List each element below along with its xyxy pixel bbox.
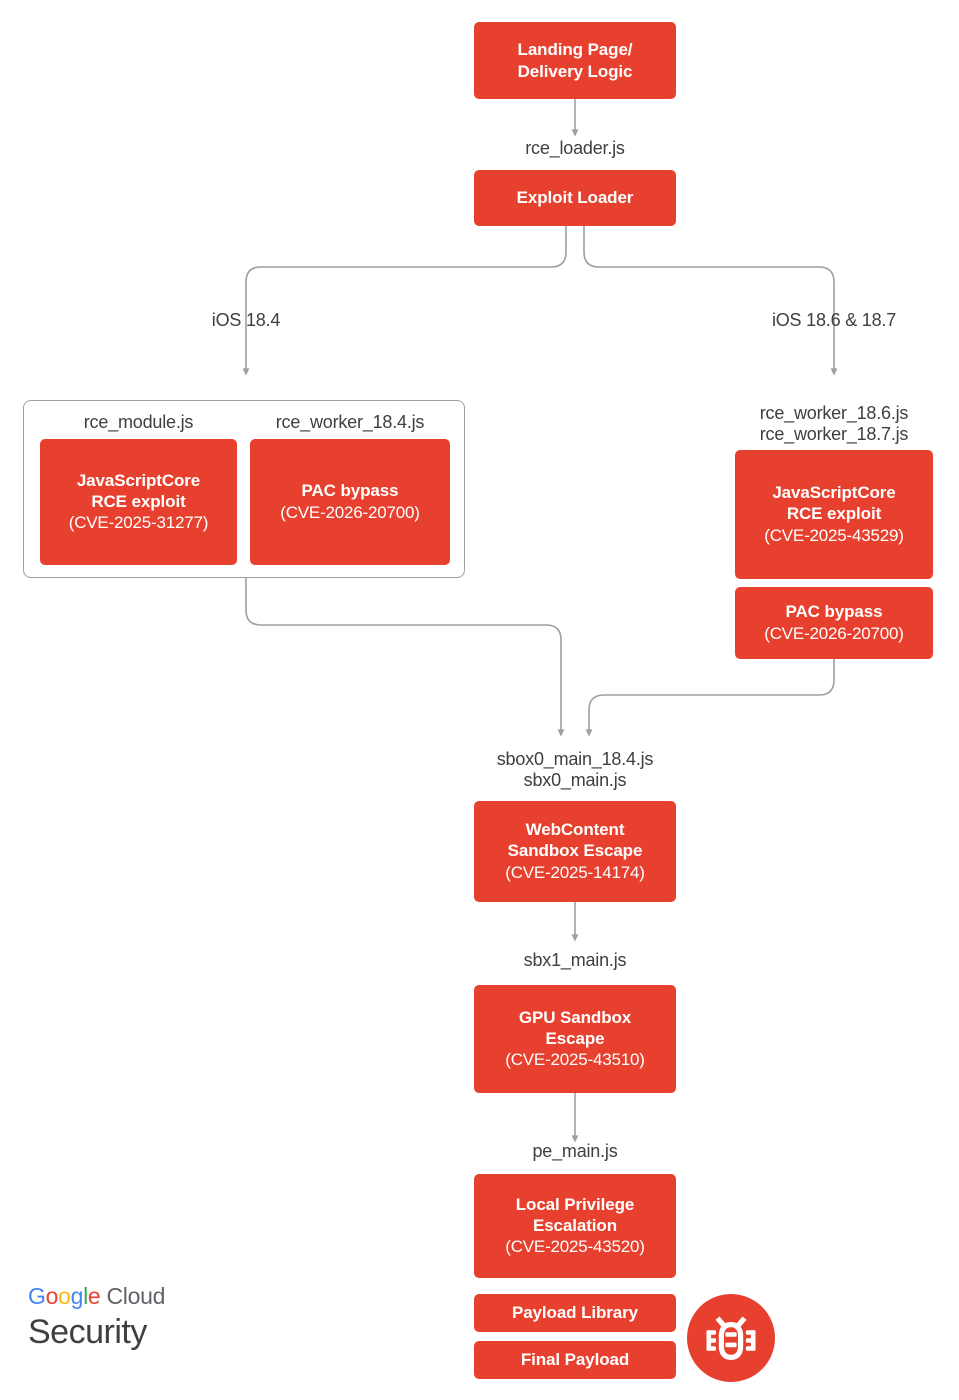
logo-letter-g1: G (28, 1283, 46, 1309)
node-gpu-sandbox-escape-cve: (CVE-2025-43510) (505, 1050, 645, 1070)
node-gpu-sandbox-escape-title: GPU Sandbox Escape (518, 1007, 632, 1048)
node-final-payload[interactable]: Final Payload (474, 1341, 676, 1379)
node-pac-bypass-18-6-cve: (CVE-2026-20700) (764, 623, 904, 643)
node-gpu-sandbox-escape[interactable]: GPU Sandbox Escape (CVE-2025-43510) (474, 985, 676, 1093)
node-jsc-rce-exploit-18-4-cve: (CVE-2025-31277) (68, 513, 209, 533)
node-local-privilege-escalation-title: Local Privilege Escalation (515, 1194, 635, 1235)
bug-icon (687, 1294, 775, 1382)
node-local-privilege-escalation-cve: (CVE-2025-43520) (505, 1237, 645, 1257)
node-local-privilege-escalation[interactable]: Local Privilege Escalation (CVE-2025-435… (474, 1174, 676, 1278)
edge-loader-to-ios186 (583, 226, 838, 376)
node-webcontent-sandbox-escape-title: WebContent Sandbox Escape (507, 820, 643, 861)
label-rce-worker-18-6-18-7-js: rce_worker_18.6.js rce_worker_18.7.js (759, 403, 909, 445)
branch-label-ios-18-6-18-7: iOS 18.6 & 18.7 (771, 310, 897, 330)
google-cloud-security-logo: Google Cloud Security (28, 1285, 288, 1351)
logo-word-security: Security (28, 1313, 147, 1351)
node-pac-bypass-18-6-title: PAC bypass (785, 602, 883, 622)
label-sbox0-main-js: sbox0_main_18.4.js sbx0_main.js (496, 749, 654, 791)
logo-letter-o2: o (58, 1283, 71, 1309)
label-rce-worker-18-4-js: rce_worker_18.4.js (275, 412, 425, 432)
node-pac-bypass-18-4-cve: (CVE-2026-20700) (280, 502, 420, 522)
node-jsc-rce-exploit-18-6-title: JavaScriptCore RCE exploit (772, 483, 896, 524)
node-pac-bypass-18-4[interactable]: PAC bypass (CVE-2026-20700) (250, 439, 450, 565)
edge-ios186-to-sbox0 (585, 659, 835, 737)
node-jsc-rce-exploit-18-6[interactable]: JavaScriptCore RCE exploit (CVE-2025-435… (735, 450, 933, 579)
node-webcontent-sandbox-escape-cve: (CVE-2025-14174) (505, 862, 645, 882)
node-payload-library-title: Payload Library (511, 1303, 639, 1323)
label-pe-main-js: pe_main.js (532, 1141, 618, 1161)
google-cloud-wordmark: Google Cloud (28, 1285, 288, 1308)
logo-letter-o1: o (45, 1283, 59, 1309)
node-jsc-rce-exploit-18-4[interactable]: JavaScriptCore RCE exploit (CVE-2025-312… (40, 439, 237, 565)
edge-loader-to-ios184 (242, 226, 567, 376)
node-jsc-rce-exploit-18-6-cve: (CVE-2025-43529) (764, 525, 904, 545)
label-rce-module-js: rce_module.js (83, 412, 194, 432)
node-exploit-loader[interactable]: Exploit Loader (474, 170, 676, 226)
edge-ios184-to-sbox0 (245, 578, 565, 737)
node-jsc-rce-exploit-18-4-title: JavaScriptCore RCE exploit (76, 470, 201, 511)
node-webcontent-sandbox-escape[interactable]: WebContent Sandbox Escape (CVE-2025-1417… (474, 801, 676, 902)
node-exploit-loader-title: Exploit Loader (516, 188, 634, 208)
logo-word-cloud: Cloud (100, 1283, 166, 1309)
logo-letter-g2: g (70, 1283, 84, 1309)
logo-letter-e: e (87, 1283, 101, 1309)
node-pac-bypass-18-4-title: PAC bypass (301, 481, 399, 501)
label-rce-loader-js: rce_loader.js (525, 138, 625, 158)
node-landing-page[interactable]: Landing Page/ Delivery Logic (474, 22, 676, 99)
node-payload-library[interactable]: Payload Library (474, 1294, 676, 1332)
branch-label-ios-18-4: iOS 18.4 (211, 310, 281, 330)
node-pac-bypass-18-6[interactable]: PAC bypass (CVE-2026-20700) (735, 587, 933, 659)
label-sbx1-main-js: sbx1_main.js (523, 950, 627, 970)
node-landing-page-title: Landing Page/ Delivery Logic (517, 40, 633, 81)
node-final-payload-title: Final Payload (520, 1350, 630, 1370)
logo-letter-l: l (83, 1283, 88, 1309)
